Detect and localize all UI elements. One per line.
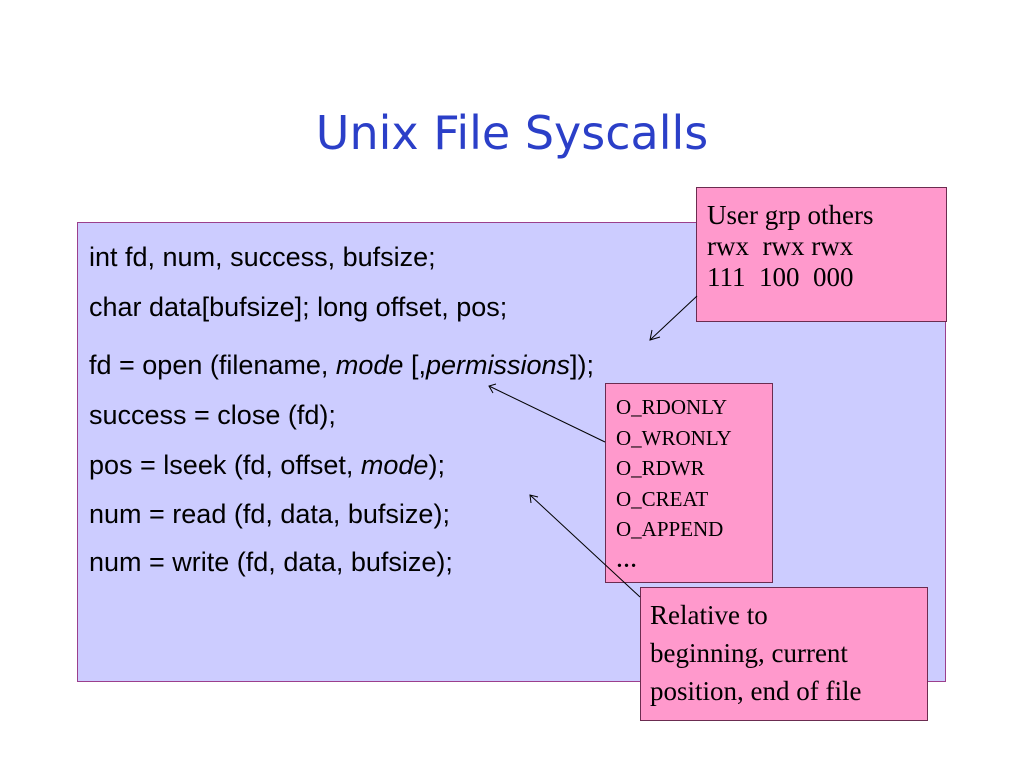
code-line-write: num = write (fd, data, bufsize);	[89, 547, 453, 577]
code-line-data-declarations: char data[bufsize]; long offset, pos;	[89, 292, 508, 322]
lseek-whence-callout: Relative to beginning, current position,…	[640, 587, 928, 721]
mode-creat: O_CREAT	[616, 486, 709, 511]
whence-arrow	[529, 494, 641, 598]
open-prefix: fd = open (filename,	[89, 350, 336, 380]
modes-arrowhead	[488, 383, 497, 394]
mode-rdonly: O_RDONLY	[616, 395, 728, 419]
permissions-line-3: 111 100 000	[707, 262, 854, 292]
lseek-prefix: pos = lseek (fd, offset,	[89, 450, 361, 480]
mode-ellipsis: …	[616, 547, 637, 572]
open-modes-callout: O_RDONLY O_WRONLY O_RDWR O_CREAT O_APPEN…	[605, 383, 773, 583]
slide-title: Unix File Syscalls	[315, 106, 709, 160]
mode-wronly: O_WRONLY	[616, 425, 732, 450]
open-suffix: ]);	[570, 350, 595, 380]
open-permissions-param: permissions	[425, 350, 571, 380]
mode-rdwr: O_RDWR	[616, 456, 705, 480]
permissions-callout: User grp others rwx rwx rwx 111 100 000	[696, 187, 947, 322]
code-line-close: success = close (fd);	[89, 400, 336, 430]
whence-line-2: beginning, current	[650, 638, 848, 668]
mode-append: O_APPEND	[616, 517, 724, 541]
lseek-mode-param: mode	[360, 450, 429, 480]
permissions-arrowhead	[649, 329, 661, 341]
permissions-line-2: rwx rwx rwx	[707, 231, 854, 261]
open-mode-param: mode	[335, 350, 404, 380]
permissions-line-1: User grp others	[707, 200, 874, 230]
lseek-suffix: );	[428, 450, 445, 480]
permissions-arrow	[649, 295, 698, 341]
code-line-read: num = read (fd, data, bufsize);	[89, 499, 450, 529]
open-bracket: [,	[403, 350, 426, 380]
code-line-open: fd = open (filename, mode [,permissions]…	[89, 348, 594, 382]
modes-arrow	[488, 385, 606, 443]
whence-arrowhead	[529, 494, 539, 504]
code-line-lseek: pos = lseek (fd, offset, mode);	[89, 448, 445, 482]
whence-line-1: Relative to	[650, 600, 768, 630]
whence-line-3: position, end of file	[650, 676, 862, 706]
code-line-declarations: int fd, num, success, bufsize;	[89, 242, 436, 272]
